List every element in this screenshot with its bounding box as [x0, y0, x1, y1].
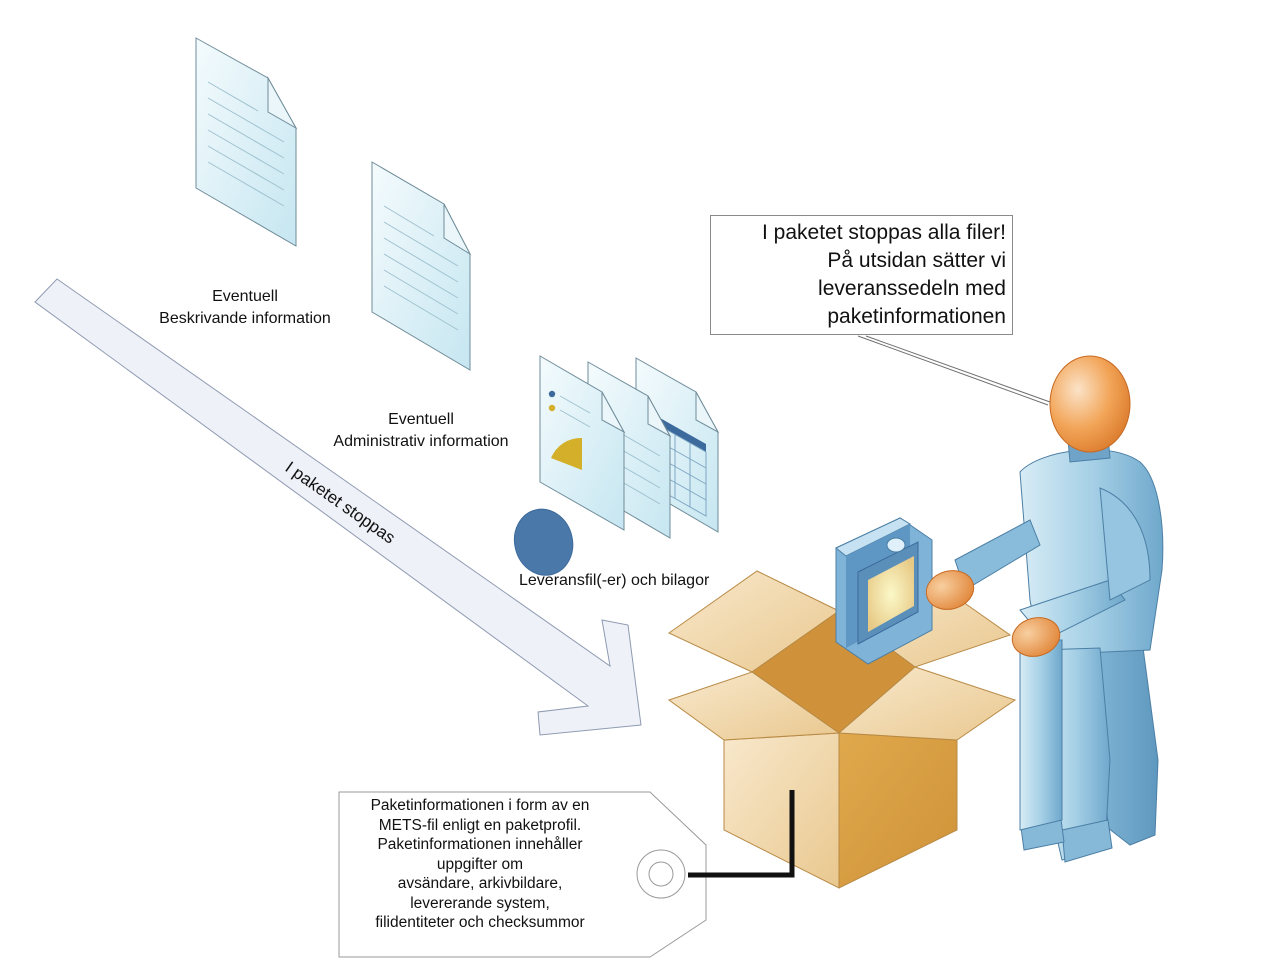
tag-line-3: Paketinformationen innehåller	[377, 836, 583, 853]
tag-icon	[338, 791, 707, 958]
tablet-icon	[835, 517, 933, 665]
tag-line-5: avsändare, arkivbildare,	[397, 875, 563, 892]
bubble-line-3: leveranssedeln med	[818, 277, 1006, 300]
descriptive-info-line-2: Beskrivande information	[159, 310, 331, 327]
tag-line-7: filidentiteter och checksummor	[375, 914, 585, 931]
tag-line-4: uppgifter om	[436, 855, 524, 873]
tag-text: Paketinformationen i form av en METS-fil…	[345, 796, 615, 933]
delivery-files-label: Leveransfil(-er) och bilagor	[519, 570, 709, 592]
bubble-line-2: På utsidan sätter vi	[827, 249, 1006, 272]
administrative-info-line-2: Administrativ information	[333, 433, 509, 450]
delivery-files-text: Leveransfil(-er) och bilagor	[519, 572, 710, 589]
tag-line-1: Paketinformationen i form av en	[370, 797, 590, 814]
person-icon	[925, 355, 1164, 863]
tag-line-6: levererande system,	[410, 894, 550, 912]
descriptive-info-label: Eventuell Beskrivande information	[146, 286, 344, 330]
speech-bubble: I paketet stoppas alla filer! På utsidan…	[710, 215, 1013, 335]
bubble-line-4: paketinformationen	[827, 305, 1006, 328]
administrative-info-label: Eventuell Administrativ information	[318, 409, 524, 453]
arrow-icon	[34, 278, 642, 736]
chart-document-icon	[513, 355, 720, 576]
document-icon	[195, 37, 298, 247]
descriptive-info-line-1: Eventuell	[212, 288, 278, 305]
arrow-label: I paketet stoppas	[282, 458, 399, 548]
tag-string	[688, 790, 795, 878]
tag-line-2: METS-fil enligt en paketprofil.	[378, 816, 582, 834]
administrative-info-line-1: Eventuell	[388, 411, 454, 428]
callout-pointer	[857, 335, 1051, 406]
document-icon	[371, 161, 472, 371]
bubble-line-1: I paketet stoppas alla filer!	[762, 221, 1006, 244]
